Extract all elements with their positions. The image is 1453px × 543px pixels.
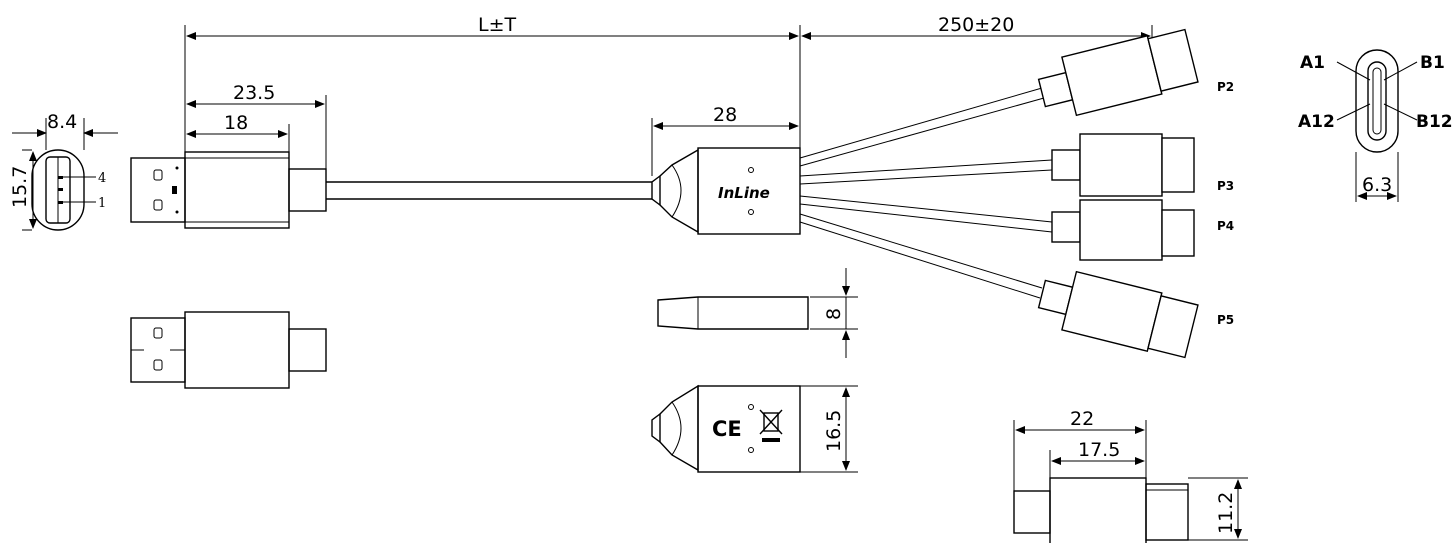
usb-a-connector-top-view: 18 23.5 [130,82,327,229]
type-c-connector-p2 [1037,28,1199,117]
split-cables [799,87,1053,299]
usb-a-front-height-label: 15.7 [9,166,31,208]
type-c-connector-p4 [1051,199,1195,261]
port-label-p5: P5 [1217,313,1234,327]
type-c-detail-view: 22 17.5 11.2 [1013,408,1248,543]
hub-width-label: 16.5 [823,410,845,452]
usb-a-depth-label: 23.5 [233,82,275,104]
hub-thickness-label: 8 [823,308,845,320]
typec-body-length-label: 22 [1070,408,1094,430]
type-c-connector-p5 [1037,270,1199,359]
main-cable [326,181,652,200]
usb-a-pin-4-label: 4 [98,171,106,186]
port-label-p2: P2 [1217,80,1234,94]
port-label-p4: P4 [1217,219,1234,233]
total-length-dimension: L±T [184,14,801,148]
hub-bottom-view: CE 16.5 [651,384,858,473]
split-length-label: 250±20 [938,14,1014,36]
pin-b1-label: B1 [1420,53,1445,73]
type-c-connector-p3 [1051,133,1195,197]
typec-height-label: 11.2 [1215,492,1237,534]
split-length-dimension: 250±20 [801,14,1153,60]
pin-b12-label: B12 [1416,112,1453,132]
type-c-port-front-view: A1 B1 A12 B12 6.3 [1298,49,1453,202]
weee-bin-icon [759,409,783,442]
usb-a-pin-1-label: 1 [98,196,106,211]
pin-a12-label: A12 [1298,112,1335,132]
typec-port-width-label: 6.3 [1362,174,1392,196]
hub-side-view: 8 [657,268,858,358]
typec-shell-length-label: 17.5 [1078,439,1120,461]
hub-top-view: InLine 28 [651,104,801,235]
hub-length-label: 28 [713,104,737,126]
usb-a-front-view: 4 1 8.4 15.7 [9,111,118,231]
usb-a-front-width-label: 8.4 [47,111,77,133]
usb-a-connector-side-view [130,311,327,389]
port-label-p3: P3 [1217,179,1234,193]
ce-mark: CE [712,417,742,441]
hub-logo: InLine [718,184,770,202]
usb-a-plug-length-label: 18 [224,112,248,134]
pin-a1-label: A1 [1300,53,1325,73]
total-length-label: L±T [478,14,517,36]
